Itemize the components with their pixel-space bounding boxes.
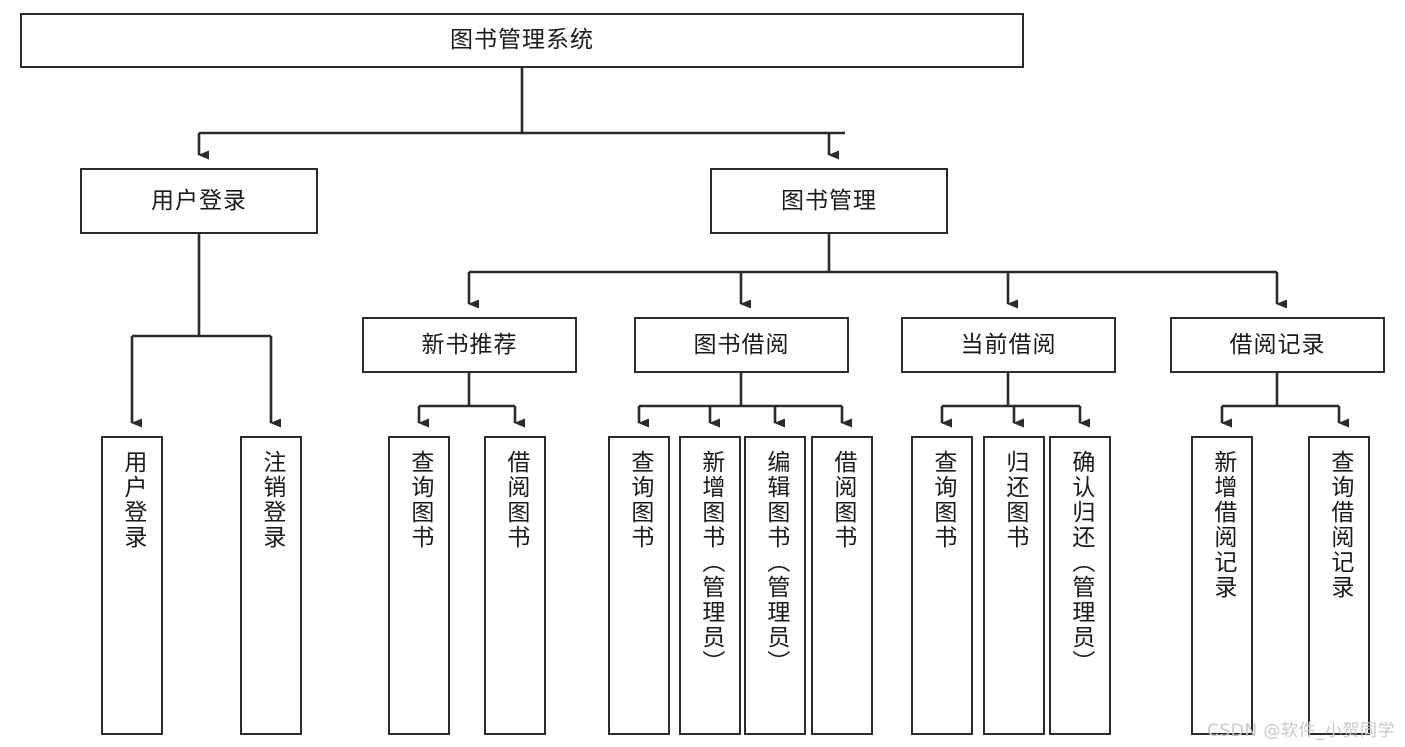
node-current-borrowing[interactable]: 当前借阅 <box>901 317 1116 373</box>
node-label: 新增图书（管理员） <box>697 450 724 675</box>
node-label: 借阅图书 <box>829 450 856 550</box>
node-label: 图书管理系统 <box>450 27 594 53</box>
node-root-system[interactable]: 图书管理系统 <box>20 13 1024 68</box>
node-label: 查询图书 <box>626 450 653 550</box>
leaf-add-borrow-record[interactable]: 新增借阅记录 <box>1191 436 1253 735</box>
edges-newbooks-to-leaves <box>417 373 525 428</box>
edges-current-to-leaves <box>940 373 1090 428</box>
leaf-user-login[interactable]: 用户登录 <box>101 436 163 735</box>
node-label: 图书管理 <box>781 187 877 214</box>
node-label: 确认归还（管理员） <box>1067 450 1094 675</box>
leaf-edit-book-admin[interactable]: 编辑图书（管理员） <box>744 436 806 735</box>
node-new-book-recommendation[interactable]: 新书推荐 <box>362 317 577 373</box>
node-label: 当前借阅 <box>960 331 1057 358</box>
node-label: 查询图书 <box>929 450 956 550</box>
leaf-query-books-current[interactable]: 查询图书 <box>911 436 973 735</box>
leaf-logout[interactable]: 注销登录 <box>240 436 302 735</box>
leaf-borrow-books-new[interactable]: 借阅图书 <box>484 436 546 735</box>
leaf-query-books-borrow[interactable]: 查询图书 <box>608 436 670 735</box>
node-label: 查询图书 <box>406 450 433 550</box>
node-label: 借阅记录 <box>1229 331 1326 358</box>
node-book-management[interactable]: 图书管理 <box>710 168 948 234</box>
node-label: 查询借阅记录 <box>1326 450 1353 600</box>
edges-root-to-level2 <box>197 68 845 160</box>
leaf-add-book-admin[interactable]: 新增图书（管理员） <box>679 436 741 735</box>
node-book-borrowing[interactable]: 图书借阅 <box>634 317 849 373</box>
node-label: 归还图书 <box>1001 450 1028 550</box>
node-label: 用户登录 <box>151 187 247 214</box>
node-label: 图书借阅 <box>693 331 790 358</box>
node-label: 新书推荐 <box>421 331 518 358</box>
csdn-watermark: CSDN @软件_小贺同学 <box>1207 721 1395 741</box>
node-label: 编辑图书（管理员） <box>762 450 789 675</box>
node-label: 借阅图书 <box>502 450 529 550</box>
leaf-return-books[interactable]: 归还图书 <box>983 436 1045 735</box>
leaf-confirm-return-admin[interactable]: 确认归还（管理员） <box>1049 436 1111 735</box>
edges-books-to-level3 <box>467 234 1287 309</box>
leaf-query-books-new[interactable]: 查询图书 <box>388 436 450 735</box>
edges-login-to-leaves <box>130 234 281 428</box>
node-label: 注销登录 <box>258 450 285 550</box>
node-borrowing-records[interactable]: 借阅记录 <box>1170 317 1385 373</box>
edges-records-to-leaves <box>1220 373 1349 428</box>
leaf-query-borrow-record[interactable]: 查询借阅记录 <box>1308 436 1370 735</box>
node-label: 用户登录 <box>119 450 146 550</box>
leaf-borrow-books[interactable]: 借阅图书 <box>811 436 873 735</box>
node-label: 新增借阅记录 <box>1209 450 1236 600</box>
edges-borrow-to-leaves <box>637 373 852 428</box>
node-user-login[interactable]: 用户登录 <box>80 168 318 234</box>
